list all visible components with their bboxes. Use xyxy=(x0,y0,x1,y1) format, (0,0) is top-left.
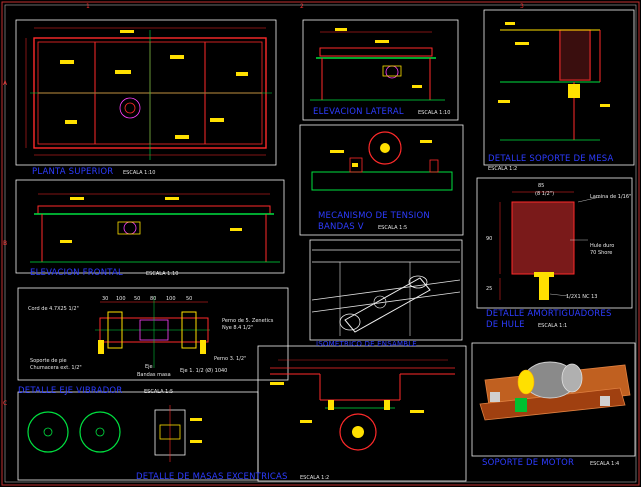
dim-eje-4: 80 xyxy=(150,296,157,302)
amortiguadores-title-2: DE HULE xyxy=(486,320,525,330)
planta-scale: ESCALA 1:10 xyxy=(123,170,156,176)
amortiguadores-view xyxy=(476,177,633,309)
dim-amort-h: 90 xyxy=(486,236,493,242)
planta-superior-view xyxy=(15,19,277,166)
dim-eje-1: 30 xyxy=(102,296,109,302)
soporte-mesa-view xyxy=(483,9,635,166)
grid-mark-a: A xyxy=(3,80,8,87)
tensor-detail-view xyxy=(257,345,467,482)
elevacion-lateral-title: ELEVACION LATERAL xyxy=(313,107,404,117)
masas-excentricas-view xyxy=(17,391,259,481)
grid-mark-b: B xyxy=(3,240,8,247)
isometrico-title: ISOMETRICO DE ENSAMBLE xyxy=(316,340,417,348)
dim-amort-w: 85 xyxy=(538,183,545,189)
amort-note-3: 70 Shore xyxy=(590,250,613,256)
mecanismo-title-2: BANDAS V xyxy=(318,222,364,232)
mecanismo-scale: ESCALA 1:5 xyxy=(378,225,408,231)
grid-mark-c: C xyxy=(3,400,8,407)
elevacion-lateral-view xyxy=(302,19,459,121)
amortiguadores-scale: ESCALA 1:1 xyxy=(538,323,568,329)
amort-note-5: (8 1/2") xyxy=(535,191,555,197)
soporte-motor-view xyxy=(471,342,636,457)
masas-scale: ESCALA 1:2 xyxy=(300,475,330,481)
amort-note-2: Hule duro xyxy=(590,243,615,249)
eje-note-2: Perno de 5. Zenetics xyxy=(222,318,274,324)
elevacion-lateral-scale: ESCALA 1:10 xyxy=(418,110,451,116)
eje-note-7: Eje 1. 1/2 (Ø) 1040 xyxy=(180,368,228,374)
elevacion-frontal-title: ELEVACION FRONTAL xyxy=(30,268,123,278)
amortiguadores-title-1: DETALLE AMORTIGUADORES xyxy=(486,309,612,319)
mecanismo-title-1: MECANISMO DE TENSION xyxy=(318,211,430,221)
eje-note-4: Soporte de pie xyxy=(30,358,67,364)
eje-note-8: Eje xyxy=(145,364,153,370)
eje-vibrador-view xyxy=(17,287,289,381)
grid-mark-3: 3 xyxy=(520,3,524,10)
dim-eje-2: 100 xyxy=(116,296,126,302)
isometrico-view xyxy=(309,239,463,341)
mecanismo-tension-view xyxy=(299,124,464,236)
dim-eje-5: 100 xyxy=(166,296,176,302)
planta-title: PLANTA SUPERIOR xyxy=(32,167,114,177)
amort-note-4: 1/2X1 NC 13 xyxy=(566,294,598,300)
motor-scale: ESCALA 1:4 xyxy=(590,461,620,467)
motor-title: SOPORTE DE MOTOR xyxy=(482,458,575,468)
elevacion-frontal-view xyxy=(15,179,285,274)
eje-scale: ESCALA 1:5 xyxy=(144,389,174,395)
dim-eje-3: 50 xyxy=(134,296,141,302)
grid-mark-1: 1 xyxy=(86,3,90,10)
amort-note-1: Lamina de 1/16" xyxy=(590,194,632,200)
eje-note-5: Chumacera ext. 1/2" xyxy=(30,365,82,371)
eje-note-6: Perno 3. 1/2" xyxy=(214,356,247,362)
masas-title: DETALLE DE MASAS EXCENTRICAS xyxy=(136,472,288,482)
eje-note-3: Nye 8.4 1/2" xyxy=(222,325,254,331)
soporte-mesa-scale: ESCALA 1:2 xyxy=(488,166,518,172)
eje-note-1: Cord de 4.7X25 1/2" xyxy=(28,306,79,312)
soporte-mesa-title: DETALLE SOPORTE DE MESA xyxy=(488,154,614,164)
dim-eje-6: 50 xyxy=(186,296,193,302)
eje-note-9: Bandas masa xyxy=(137,372,171,378)
grid-mark-2: 2 xyxy=(300,3,304,10)
elevacion-frontal-scale: ESCALA 1:10 xyxy=(146,271,179,277)
eje-title: DETALLE EJE VIBRADOR xyxy=(18,386,123,396)
dim-amort-w2: 25 xyxy=(486,286,493,292)
